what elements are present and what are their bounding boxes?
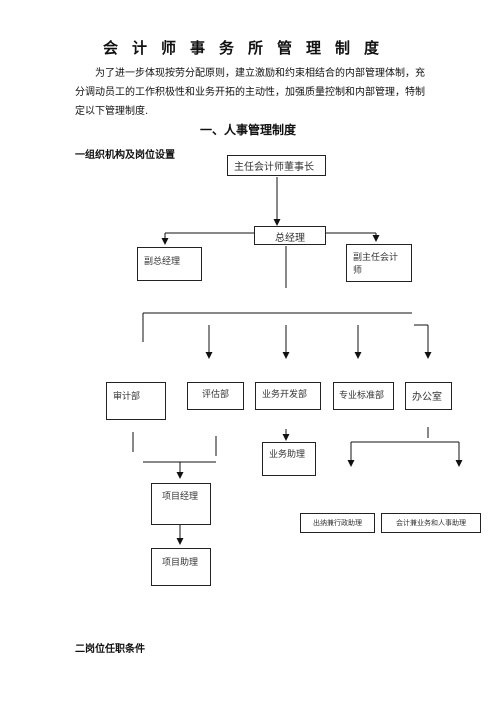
deputy-chief-accountant-label: 副主任会计师 bbox=[353, 253, 399, 276]
project-manager-label: 项目经理 bbox=[162, 492, 199, 502]
standards-dept-box: 专业标准部 bbox=[333, 382, 394, 410]
valuation-dept-label: 评估部 bbox=[202, 390, 230, 400]
business-assistant-label: 业务助理 bbox=[269, 450, 306, 460]
audit-dept-label: 审计部 bbox=[113, 392, 141, 402]
subheading-org-structure: 一组织机构及岗位设置 bbox=[75, 150, 175, 161]
cashier-admin-assistant-box: 出纳兼行政助理 bbox=[300, 513, 375, 533]
subheading-qualifications: 二岗位任职条件 bbox=[75, 644, 145, 655]
general-manager-box: 总经理 bbox=[254, 226, 326, 245]
accounting-hr-assistant-box: 会计兼业务和人事助理 bbox=[381, 513, 481, 533]
standards-dept-label: 专业标准部 bbox=[339, 391, 385, 401]
document-title: 会计师事务所管理制度 bbox=[102, 39, 393, 57]
section-heading: 一、人事管理制度 bbox=[199, 123, 296, 137]
deputy-chief-accountant-box: 副主任会计师 bbox=[346, 244, 412, 282]
business-dev-dept-box: 业务开发部 bbox=[255, 382, 321, 410]
chairman-box: 主任会计师董事长 bbox=[227, 155, 326, 176]
intro-paragraph: 为了进一步体现按劳分配原则，建立激励和约束相结合的内部管理体制，充分调动员工的工… bbox=[75, 68, 425, 117]
cashier-admin-assistant-label: 出纳兼行政助理 bbox=[313, 519, 362, 527]
deputy-gm-label: 副总经理 bbox=[144, 257, 181, 267]
office-box: 办公室 bbox=[405, 382, 452, 410]
accounting-hr-assistant-label: 会计兼业务和人事助理 bbox=[396, 519, 466, 527]
project-assistant-label: 项目助理 bbox=[162, 558, 199, 568]
valuation-dept-box: 评估部 bbox=[187, 382, 244, 410]
general-manager-label: 总经理 bbox=[275, 233, 305, 244]
business-assistant-box: 业务助理 bbox=[262, 442, 316, 476]
deputy-gm-box: 副总经理 bbox=[137, 247, 202, 281]
chairman-label: 主任会计师董事长 bbox=[234, 162, 314, 173]
audit-dept-box: 审计部 bbox=[106, 382, 166, 420]
project-manager-box: 项目经理 bbox=[151, 483, 211, 525]
business-dev-dept-label: 业务开发部 bbox=[262, 390, 308, 400]
project-assistant-box: 项目助理 bbox=[151, 548, 211, 586]
office-label: 办公室 bbox=[412, 392, 442, 403]
